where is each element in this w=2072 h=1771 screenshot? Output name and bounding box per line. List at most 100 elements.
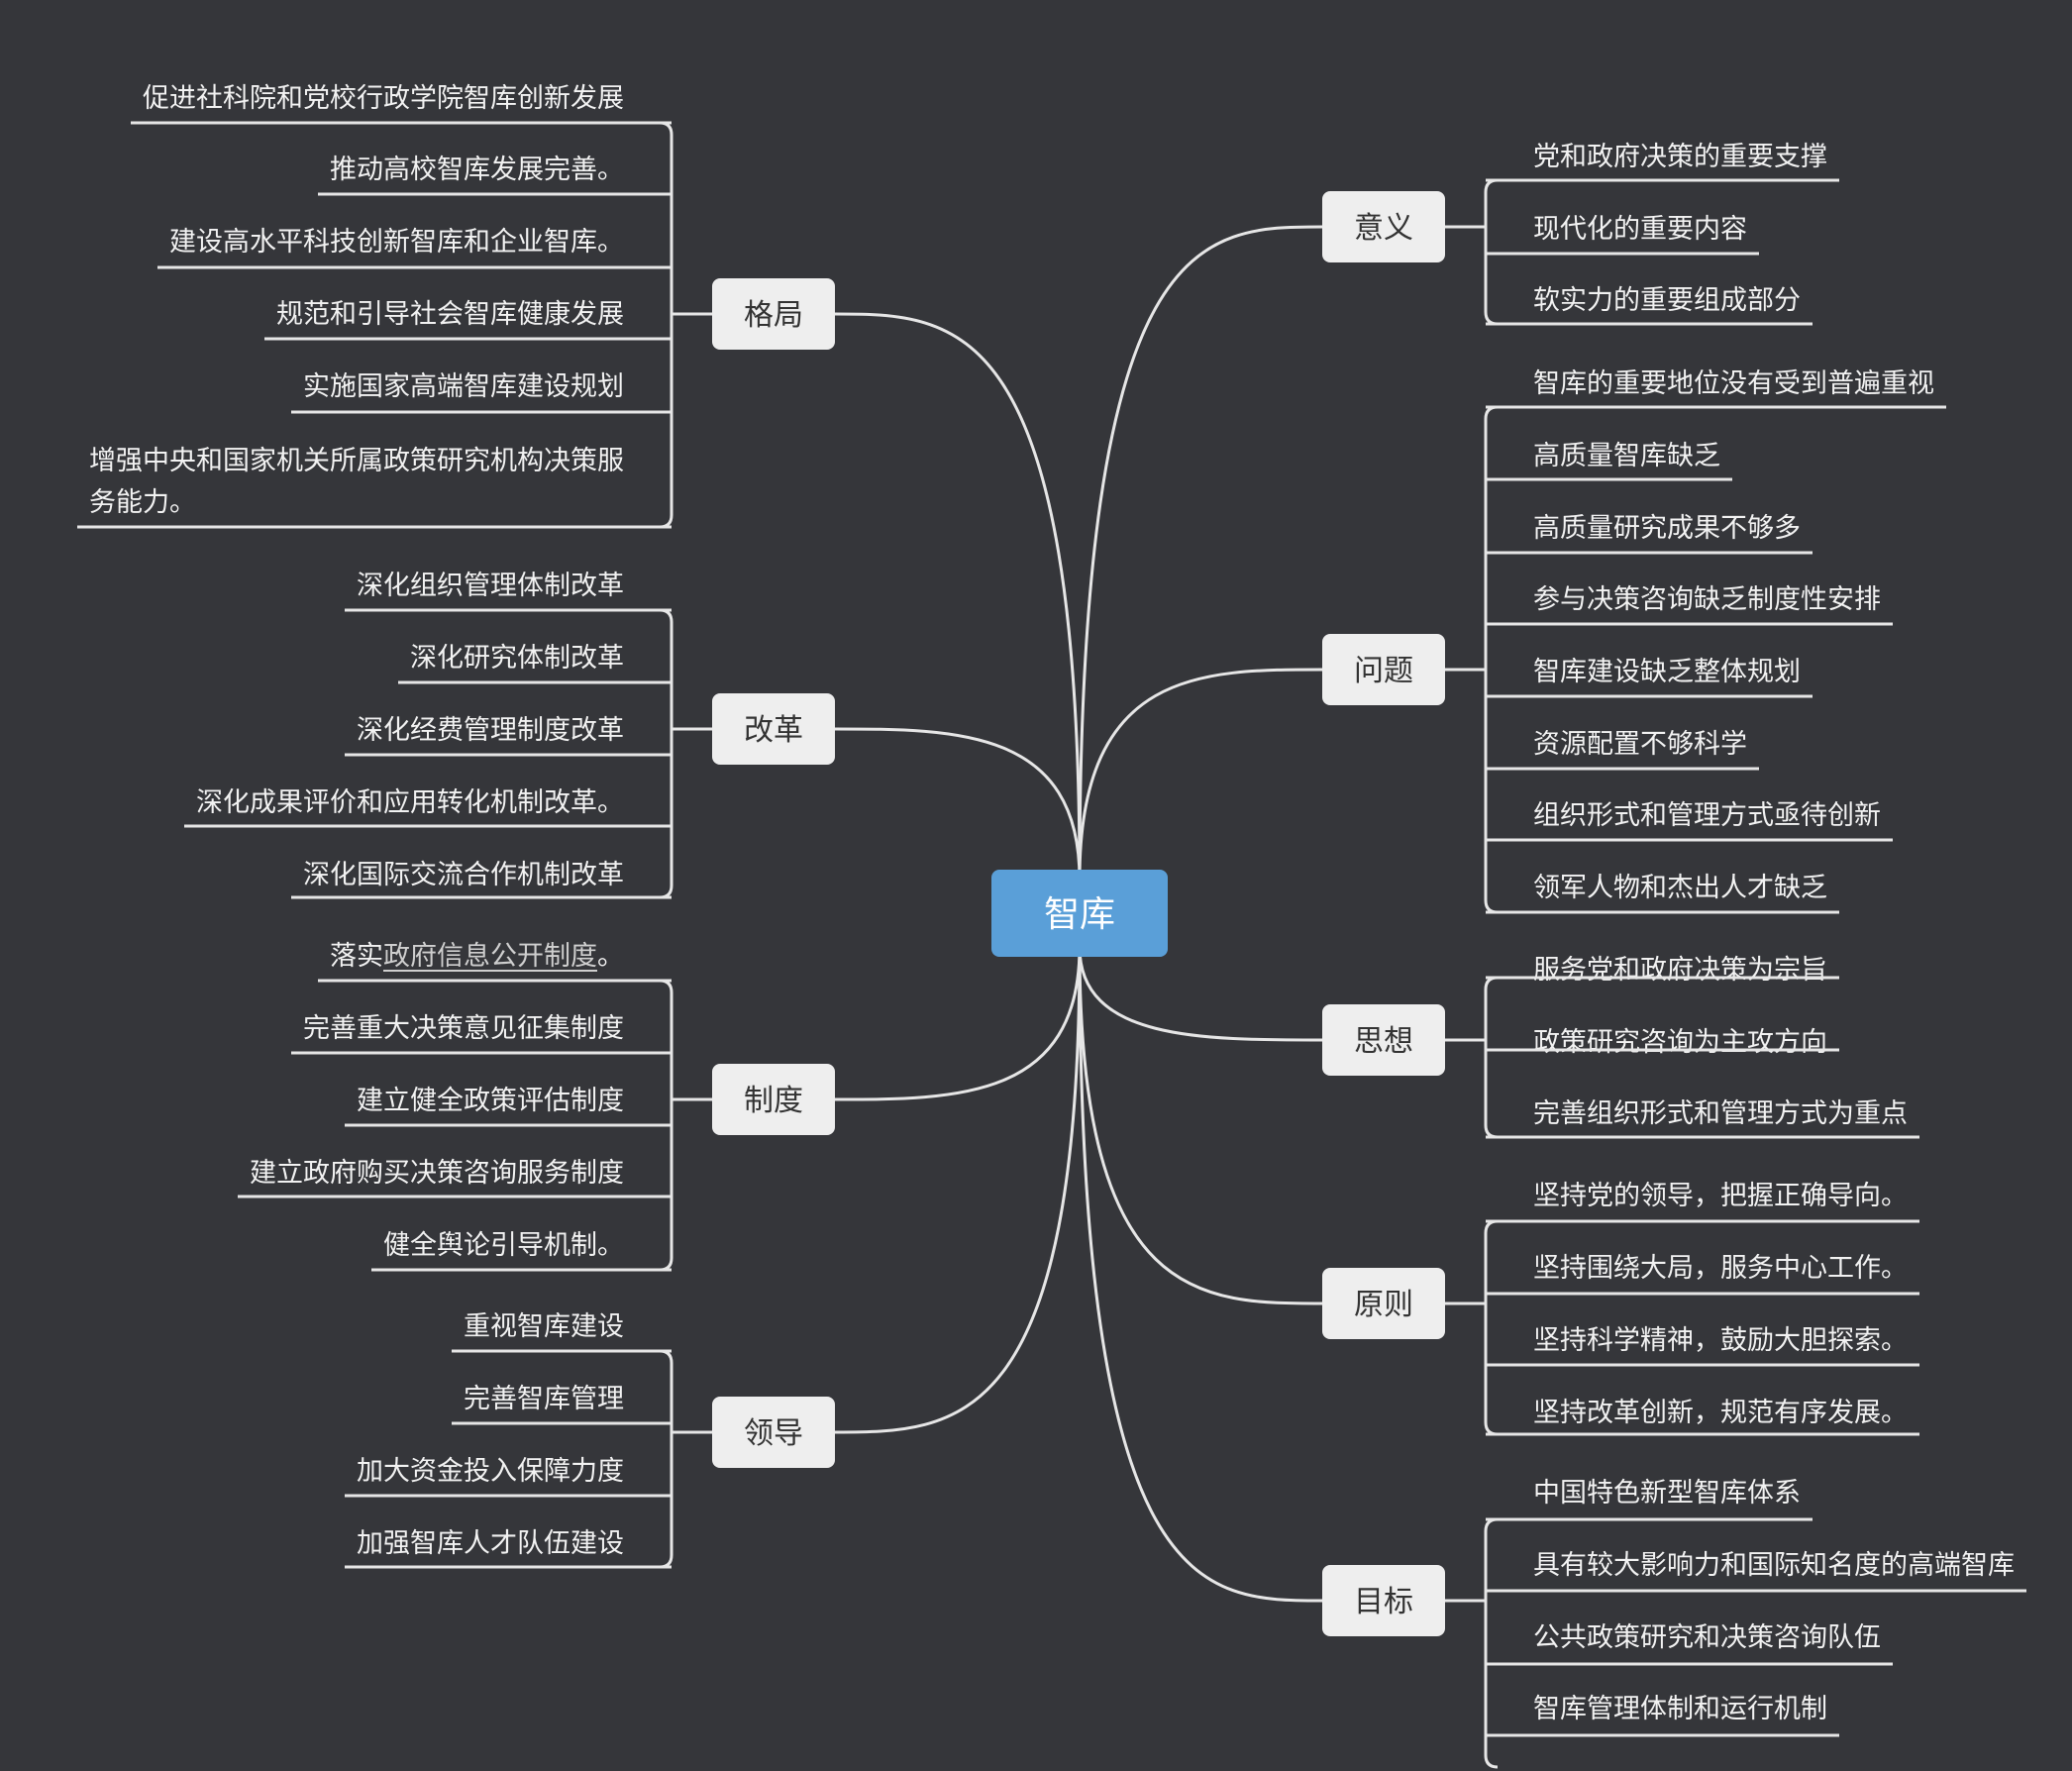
leaf-item[interactable]: 促进社科院和党校行政学院智库创新发展 <box>131 83 672 125</box>
leaf-item-label: 资源配置不够科学 <box>1533 729 1747 760</box>
topic-node[interactable]: 改革 <box>712 693 835 765</box>
leaf-item-label: 建设高水平科技创新智库和企业智库。 <box>169 227 624 258</box>
topic-node[interactable]: 领导 <box>712 1397 835 1468</box>
leaf-item-label: 智库的重要地位没有受到普遍重视 <box>1533 368 1934 399</box>
leaf-item-label: 参与决策咨询缺乏制度性安排 <box>1533 584 1881 615</box>
leaf-item[interactable]: 参与决策咨询缺乏制度性安排 <box>1486 584 1893 626</box>
leaf-item[interactable]: 中国特色新型智库体系 <box>1486 1478 1813 1521</box>
leaf-item-label: 实施国家高端智库建设规划 <box>303 371 624 402</box>
leaf-item[interactable]: 服务党和政府决策为宗旨 <box>1486 955 1839 986</box>
leaf-item[interactable]: 深化国际交流合作机制改革 <box>291 860 672 899</box>
topic-node-label: 领导 <box>744 1416 803 1451</box>
leaf-item[interactable]: 深化研究体制改革 <box>398 643 672 684</box>
leaf-item[interactable]: 重视智库建设 <box>452 1311 672 1353</box>
topic-node-label: 意义 <box>1354 211 1413 246</box>
leaf-item-label: 重视智库建设 <box>464 1311 624 1342</box>
leaf-item-label: 中国特色新型智库体系 <box>1533 1478 1801 1509</box>
leaf-item[interactable]: 加大资金投入保障力度 <box>345 1456 672 1498</box>
topic-node[interactable]: 原则 <box>1322 1268 1445 1339</box>
bracket <box>1484 1517 1499 1769</box>
leaf-item[interactable]: 落实政府信息公开制度。 <box>318 941 672 983</box>
leaf-item[interactable]: 规范和引导社会智库健康发展 <box>264 299 672 341</box>
leaf-item-label: 深化研究体制改革 <box>410 643 624 674</box>
branch-connector <box>1078 946 1323 1305</box>
leaf-item[interactable]: 完善组织形式和管理方式为重点 <box>1486 1098 1919 1139</box>
leaf-item[interactable]: 高质量智库缺乏 <box>1486 441 1732 481</box>
topic-node[interactable]: 问题 <box>1322 634 1445 705</box>
topic-node[interactable]: 思想 <box>1322 1004 1445 1076</box>
leaf-item[interactable]: 深化经费管理制度改革 <box>345 715 672 757</box>
branch-connector <box>834 727 1082 881</box>
leaf-item-label: 坚持党的领导，把握正确导向。 <box>1533 1181 1908 1211</box>
leaf-item-label: 领军人物和杰出人才缺乏 <box>1533 873 1827 903</box>
branch-connector <box>1078 225 1323 881</box>
leaf-item-label: 建立政府购买决策咨询服务制度 <box>250 1158 624 1189</box>
leaf-item[interactable]: 建立健全政策评估制度 <box>345 1086 672 1127</box>
leaf-item[interactable]: 完善重大决策意见征集制度 <box>291 1013 672 1055</box>
leaf-item[interactable]: 党和政府决策的重要支撑 <box>1486 142 1839 182</box>
leaf-item[interactable]: 现代化的重要内容 <box>1486 214 1759 256</box>
topic-node[interactable]: 目标 <box>1322 1565 1445 1636</box>
leaf-item-label: 规范和引导社会智库健康发展 <box>276 299 624 330</box>
leaf-item[interactable]: 推动高校智库发展完善。 <box>318 155 672 196</box>
leaf-item-label: 深化成果评价和应用转化机制改革。 <box>196 787 624 818</box>
leaf-item[interactable]: 建立政府购买决策咨询服务制度 <box>238 1158 672 1198</box>
topic-node-box <box>712 278 835 350</box>
leaf-item[interactable]: 智库的重要地位没有受到普遍重视 <box>1486 368 1946 409</box>
leaf-item-label: 坚持科学精神，鼓励大胆探索。 <box>1533 1325 1908 1356</box>
topic-node-label: 原则 <box>1354 1288 1413 1322</box>
bracket <box>659 1349 673 1569</box>
leaf-item[interactable]: 智库管理体制和运行机制 <box>1486 1694 1839 1737</box>
topic-node-box <box>1322 634 1445 705</box>
leaf-item[interactable]: 坚持党的领导，把握正确导向。 <box>1486 1181 1919 1223</box>
root-node-label: 智库 <box>1044 894 1115 935</box>
leaf-item[interactable]: 完善智库管理 <box>452 1384 672 1425</box>
topic-node[interactable]: 制度 <box>712 1064 835 1135</box>
leaf-item-label: 落实政府信息公开制度。 <box>330 941 624 972</box>
topic-node[interactable]: 格局 <box>712 278 835 350</box>
leaf-item[interactable]: 高质量研究成果不够多 <box>1486 513 1813 555</box>
leaf-item[interactable]: 具有较大影响力和国际知名度的高端智库 <box>1486 1550 2026 1593</box>
leaf-item[interactable]: 实施国家高端智库建设规划 <box>291 371 672 414</box>
leaf-item[interactable]: 政策研究咨询为主攻方向 <box>1486 1027 1839 1058</box>
leaf-item[interactable]: 智库建设缺乏整体规划 <box>1486 657 1813 698</box>
leaf-item[interactable]: 组织形式和管理方式亟待创新 <box>1486 800 1893 842</box>
leaf-item-label: 完善重大决策意见征集制度 <box>303 1013 624 1044</box>
leaf-items: 促进社科院和党校行政学院智库创新发展推动高校智库发展完善。建设高水平科技创新智库… <box>77 83 2026 1737</box>
leaf-item-label: 组织形式和管理方式亟待创新 <box>1533 800 1881 831</box>
leaf-item-label: 健全舆论引导机制。 <box>383 1230 624 1261</box>
topic-node-box <box>712 693 835 765</box>
topic-node[interactable]: 意义 <box>1322 191 1445 262</box>
leaf-item[interactable]: 深化成果评价和应用转化机制改革。 <box>184 787 672 828</box>
topic-node-label: 问题 <box>1354 654 1413 688</box>
leaf-item[interactable]: 坚持科学精神，鼓励大胆探索。 <box>1486 1325 1919 1367</box>
leaf-item[interactable]: 领军人物和杰出人才缺乏 <box>1486 873 1839 914</box>
leaf-item[interactable]: 资源配置不够科学 <box>1486 729 1759 771</box>
root-node[interactable]: 智库 <box>991 870 1168 957</box>
leaf-item-label: 政策研究咨询为主攻方向 <box>1533 1027 1827 1058</box>
leaf-item[interactable]: 建设高水平科技创新智库和企业智库。 <box>157 227 672 269</box>
leaf-item-label: 深化国际交流合作机制改革 <box>303 860 624 890</box>
leaf-item-label: 具有较大影响力和国际知名度的高端智库 <box>1533 1550 2015 1581</box>
leaf-item[interactable]: 软实力的重要组成部分 <box>1486 285 1813 326</box>
leaf-item[interactable]: 坚持围绕大局，服务中心工作。 <box>1486 1253 1919 1296</box>
leaf-item-link[interactable]: 政府信息公开制度 <box>383 941 597 972</box>
leaf-item[interactable]: 深化组织管理体制改革 <box>345 571 672 612</box>
leaf-item-label: 坚持改革创新，规范有序发展。 <box>1533 1398 1908 1428</box>
topic-node-label: 思想 <box>1354 1024 1413 1059</box>
leaf-item-label: 深化组织管理体制改革 <box>357 571 624 601</box>
bracket <box>1484 1219 1499 1436</box>
branch-connector <box>834 946 1082 1434</box>
leaf-item-label: 完善智库管理 <box>464 1384 624 1414</box>
topic-node-label: 目标 <box>1354 1585 1413 1619</box>
topic-node-box <box>712 1397 835 1468</box>
topic-node-label: 制度 <box>744 1084 803 1118</box>
leaf-item-label: 加大资金投入保障力度 <box>357 1456 624 1487</box>
leaf-item[interactable]: 加强智库人才队伍建设 <box>345 1528 672 1569</box>
topic-node-box <box>1322 191 1445 262</box>
leaf-item[interactable]: 坚持改革创新，规范有序发展。 <box>1486 1398 1919 1436</box>
leaf-item[interactable]: 公共政策研究和决策咨询队伍 <box>1486 1622 1893 1666</box>
leaf-item-label: 智库建设缺乏整体规划 <box>1533 657 1801 687</box>
leaf-item[interactable]: 健全舆论引导机制。 <box>371 1230 672 1272</box>
